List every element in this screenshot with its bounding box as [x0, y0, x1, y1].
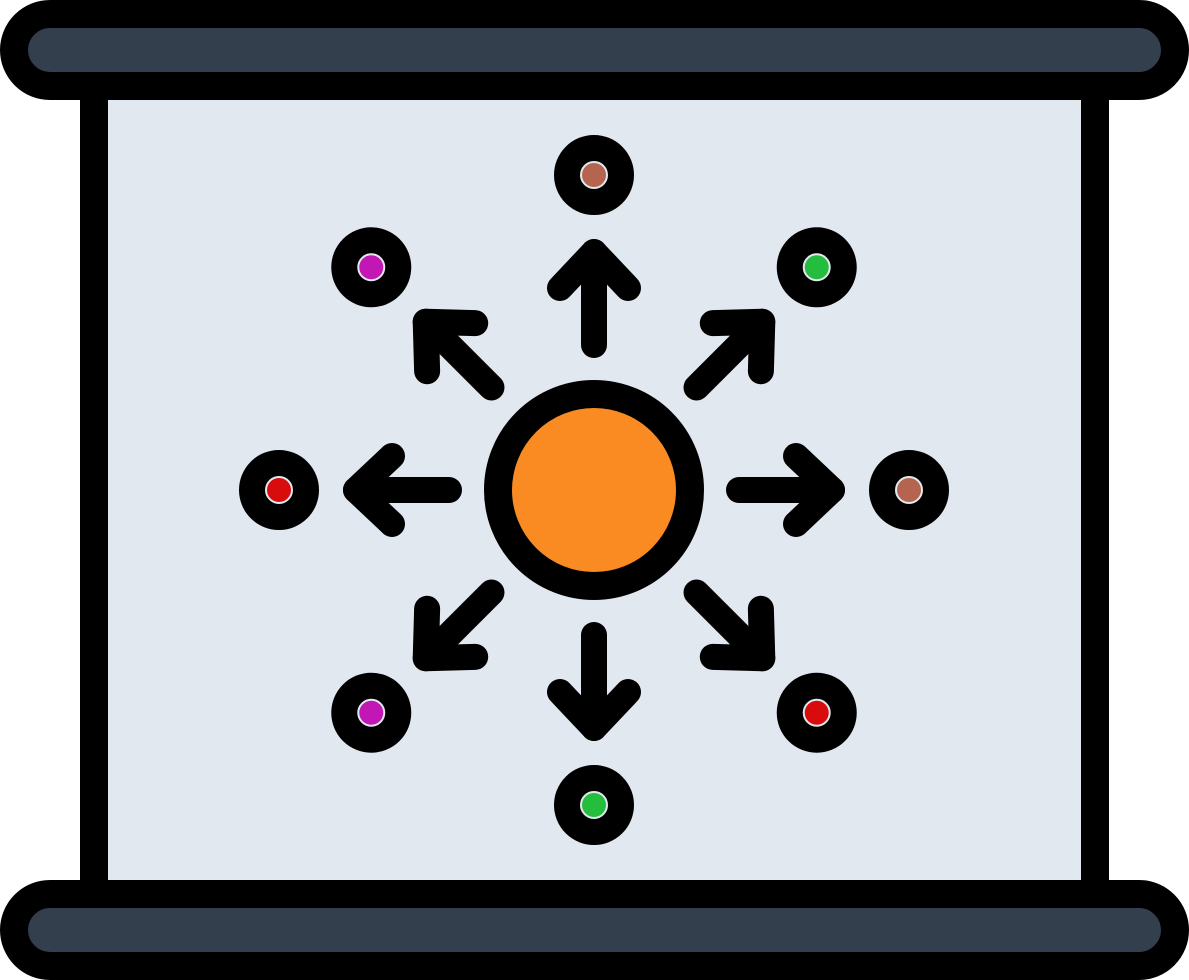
arrow-head: [699, 308, 776, 385]
node-up-left: [331, 227, 412, 308]
node-right: [869, 450, 949, 530]
node-down-left: [331, 672, 412, 753]
arrow-left: [343, 443, 462, 537]
arrow-down-right: [683, 579, 776, 672]
arrow-head: [547, 679, 641, 741]
top-roller-bar: [0, 0, 1189, 100]
node-up-right: [776, 227, 857, 308]
arrow-down-left: [412, 579, 505, 672]
node-dot: [582, 793, 606, 817]
arrow-head: [343, 443, 405, 537]
node-dot: [359, 255, 384, 280]
node-down-right: [776, 672, 857, 753]
arrow-up: [547, 239, 641, 358]
arrow-head: [783, 443, 845, 537]
center-hub-circle: [484, 380, 704, 600]
node-dot: [582, 163, 606, 187]
node-dot: [359, 700, 384, 725]
node-dot: [267, 478, 291, 502]
arrow-head: [412, 308, 489, 385]
arrow-head: [412, 595, 489, 672]
node-dot: [897, 478, 921, 502]
node-up: [554, 135, 634, 215]
arrow-up-left: [412, 308, 505, 401]
arrow-head: [699, 595, 776, 672]
arrow-up-right: [683, 308, 776, 401]
arrow-down: [547, 622, 641, 741]
node-dot: [804, 255, 829, 280]
arrow-head: [547, 239, 641, 301]
bottom-roller-bar: [0, 880, 1189, 980]
node-left: [239, 450, 319, 530]
arrows-group: [343, 239, 845, 741]
arrow-right: [726, 443, 845, 537]
node-dot: [804, 700, 829, 725]
nodes-group: [239, 135, 949, 845]
node-down: [554, 765, 634, 845]
